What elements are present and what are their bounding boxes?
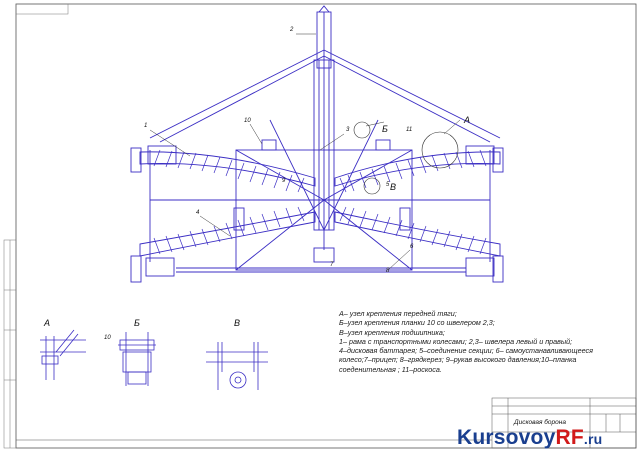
- legend-line: А– узел крепления передней тяги;: [339, 309, 457, 318]
- title-block-title: Дисковая борона: [514, 419, 566, 426]
- callout-b: Б: [382, 124, 388, 134]
- detail-callout-a: [421, 131, 459, 169]
- detail-view-v: [206, 342, 268, 390]
- leader-number-4: 4: [196, 210, 200, 216]
- leader-number-2: 2: [290, 27, 294, 33]
- detail-callout-b: [353, 121, 371, 139]
- detail-callout-v: [363, 177, 381, 195]
- legend: А– узел крепления передней тяги; Б–узел …: [339, 309, 639, 374]
- leader-number-8: 8: [386, 268, 390, 274]
- leader-number-6: 6: [410, 244, 414, 250]
- legend-line: соеденительная ; 11–роскоса.: [339, 364, 442, 374]
- title-block: [16, 397, 637, 449]
- leader-number-11: 11: [406, 127, 413, 133]
- leader-number-10: 10: [244, 118, 251, 124]
- leader-number-1: 1: [144, 123, 148, 129]
- legend-line: 4–дисковая баттарея; 5–соединение секции…: [339, 346, 593, 356]
- leader-number-3: 3: [346, 127, 350, 133]
- watermark-accent: RF: [555, 426, 584, 449]
- sheet-frame: [15, 3, 637, 449]
- leader-number-9: 9: [282, 178, 286, 184]
- detail-heading-v: В: [234, 318, 241, 328]
- detail-dim-label: 10: [104, 335, 111, 341]
- corner-stamp: [15, 3, 69, 15]
- detail-heading-a: А: [44, 318, 51, 328]
- detail-view-a: [40, 329, 86, 380]
- detail-heading-b: Б: [134, 318, 140, 328]
- watermark-brand: Kursovoy: [457, 426, 556, 449]
- legend-line: В–узел крепления подшипника;: [339, 327, 445, 337]
- watermark: KursovoyRF.ru: [457, 426, 602, 450]
- harrow-plan-view: [130, 5, 504, 283]
- left-margin-strip: [3, 239, 17, 449]
- detail-view-b: [118, 332, 156, 386]
- legend-line: колесо;7–прицеп; 8–грядкерез; 9–рукав вы…: [339, 355, 577, 365]
- callout-v: В: [390, 182, 397, 192]
- legend-line: Б–узел крепления планки 10 со швелером 2…: [339, 318, 495, 328]
- callout-a: А: [464, 115, 471, 125]
- leader-number-5: 5: [386, 182, 390, 188]
- legend-line: 1– рама с транспортными колесами; 2,3– ш…: [339, 336, 573, 346]
- leader-lines: [149, 33, 461, 271]
- disc-blades: [153, 149, 487, 255]
- leader-number-7: 7: [330, 262, 334, 268]
- watermark-suffix: .ru: [583, 431, 603, 447]
